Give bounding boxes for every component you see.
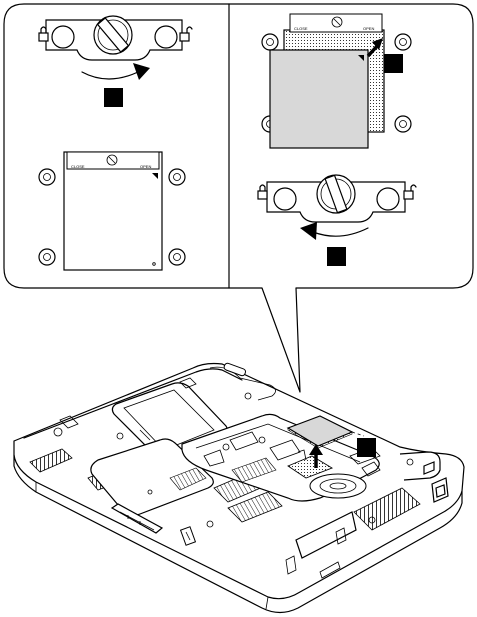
mount-hole bbox=[169, 169, 185, 185]
socket-open-label: OPEN bbox=[363, 26, 374, 31]
clockwise-arrowhead bbox=[133, 63, 150, 80]
lock-bump-right bbox=[377, 188, 399, 210]
closed-padlock-icon bbox=[258, 185, 267, 199]
clockwise-arrow bbox=[82, 72, 138, 79]
mount-hole bbox=[395, 116, 411, 132]
cooling-fan bbox=[310, 474, 366, 498]
socket-close-label: CLOSE bbox=[71, 164, 85, 169]
socket-open-label: OPEN bbox=[140, 164, 151, 169]
lock-bump-left bbox=[274, 188, 296, 210]
step-marker-2 bbox=[357, 438, 376, 457]
counter-clockwise-arrow bbox=[313, 228, 368, 236]
step-marker-3 bbox=[384, 54, 403, 73]
socket-close-label: CLOSE bbox=[294, 26, 308, 31]
mount-hole bbox=[395, 34, 411, 50]
lock-bump-left bbox=[52, 26, 74, 48]
laptop-underside bbox=[14, 362, 464, 612]
cpu-socket bbox=[64, 152, 162, 270]
lock-bump-right bbox=[155, 26, 177, 48]
unlock-detail bbox=[258, 175, 416, 266]
mount-hole bbox=[169, 249, 185, 265]
top-left-lock-detail bbox=[39, 16, 192, 107]
mount-hole bbox=[262, 34, 278, 50]
counter-clockwise-arrowhead bbox=[300, 222, 317, 240]
mount-hole bbox=[39, 169, 55, 185]
step-marker-1 bbox=[104, 88, 123, 107]
lift-cpu-detail: CLOSE OPEN bbox=[262, 14, 411, 148]
step-marker-4 bbox=[327, 247, 346, 266]
mount-hole bbox=[39, 249, 55, 265]
open-padlock-icon bbox=[404, 185, 416, 199]
cpu-chip bbox=[270, 50, 368, 148]
empty-socket-detail: CLOSE OPEN bbox=[39, 152, 185, 270]
